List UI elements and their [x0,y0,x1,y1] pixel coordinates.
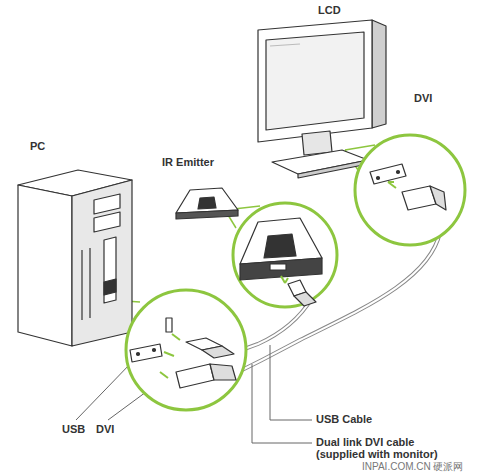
pc-ports-detail [130,318,236,388]
watermark: INPAI.COM.CN 硬派网 [360,461,465,473]
part-label: (supplied with monitor) [316,448,438,461]
part-label: IR Emitter [162,156,214,169]
part-label: Dual link DVI cable [316,436,414,449]
lcd-dvi-detail [370,164,446,210]
part-label: DVI [96,423,114,436]
part-label: USB [62,423,85,436]
ir-emitter [176,188,238,219]
pc-tower [18,170,132,346]
zoom-leader [110,145,375,322]
ir-emitter-detail [240,218,322,306]
part-label: DVI [414,92,432,105]
part-label: PC [30,140,45,153]
part-label: USB Cable [316,413,372,426]
zoom-circle [126,135,465,410]
part-label: LCD [318,4,341,17]
